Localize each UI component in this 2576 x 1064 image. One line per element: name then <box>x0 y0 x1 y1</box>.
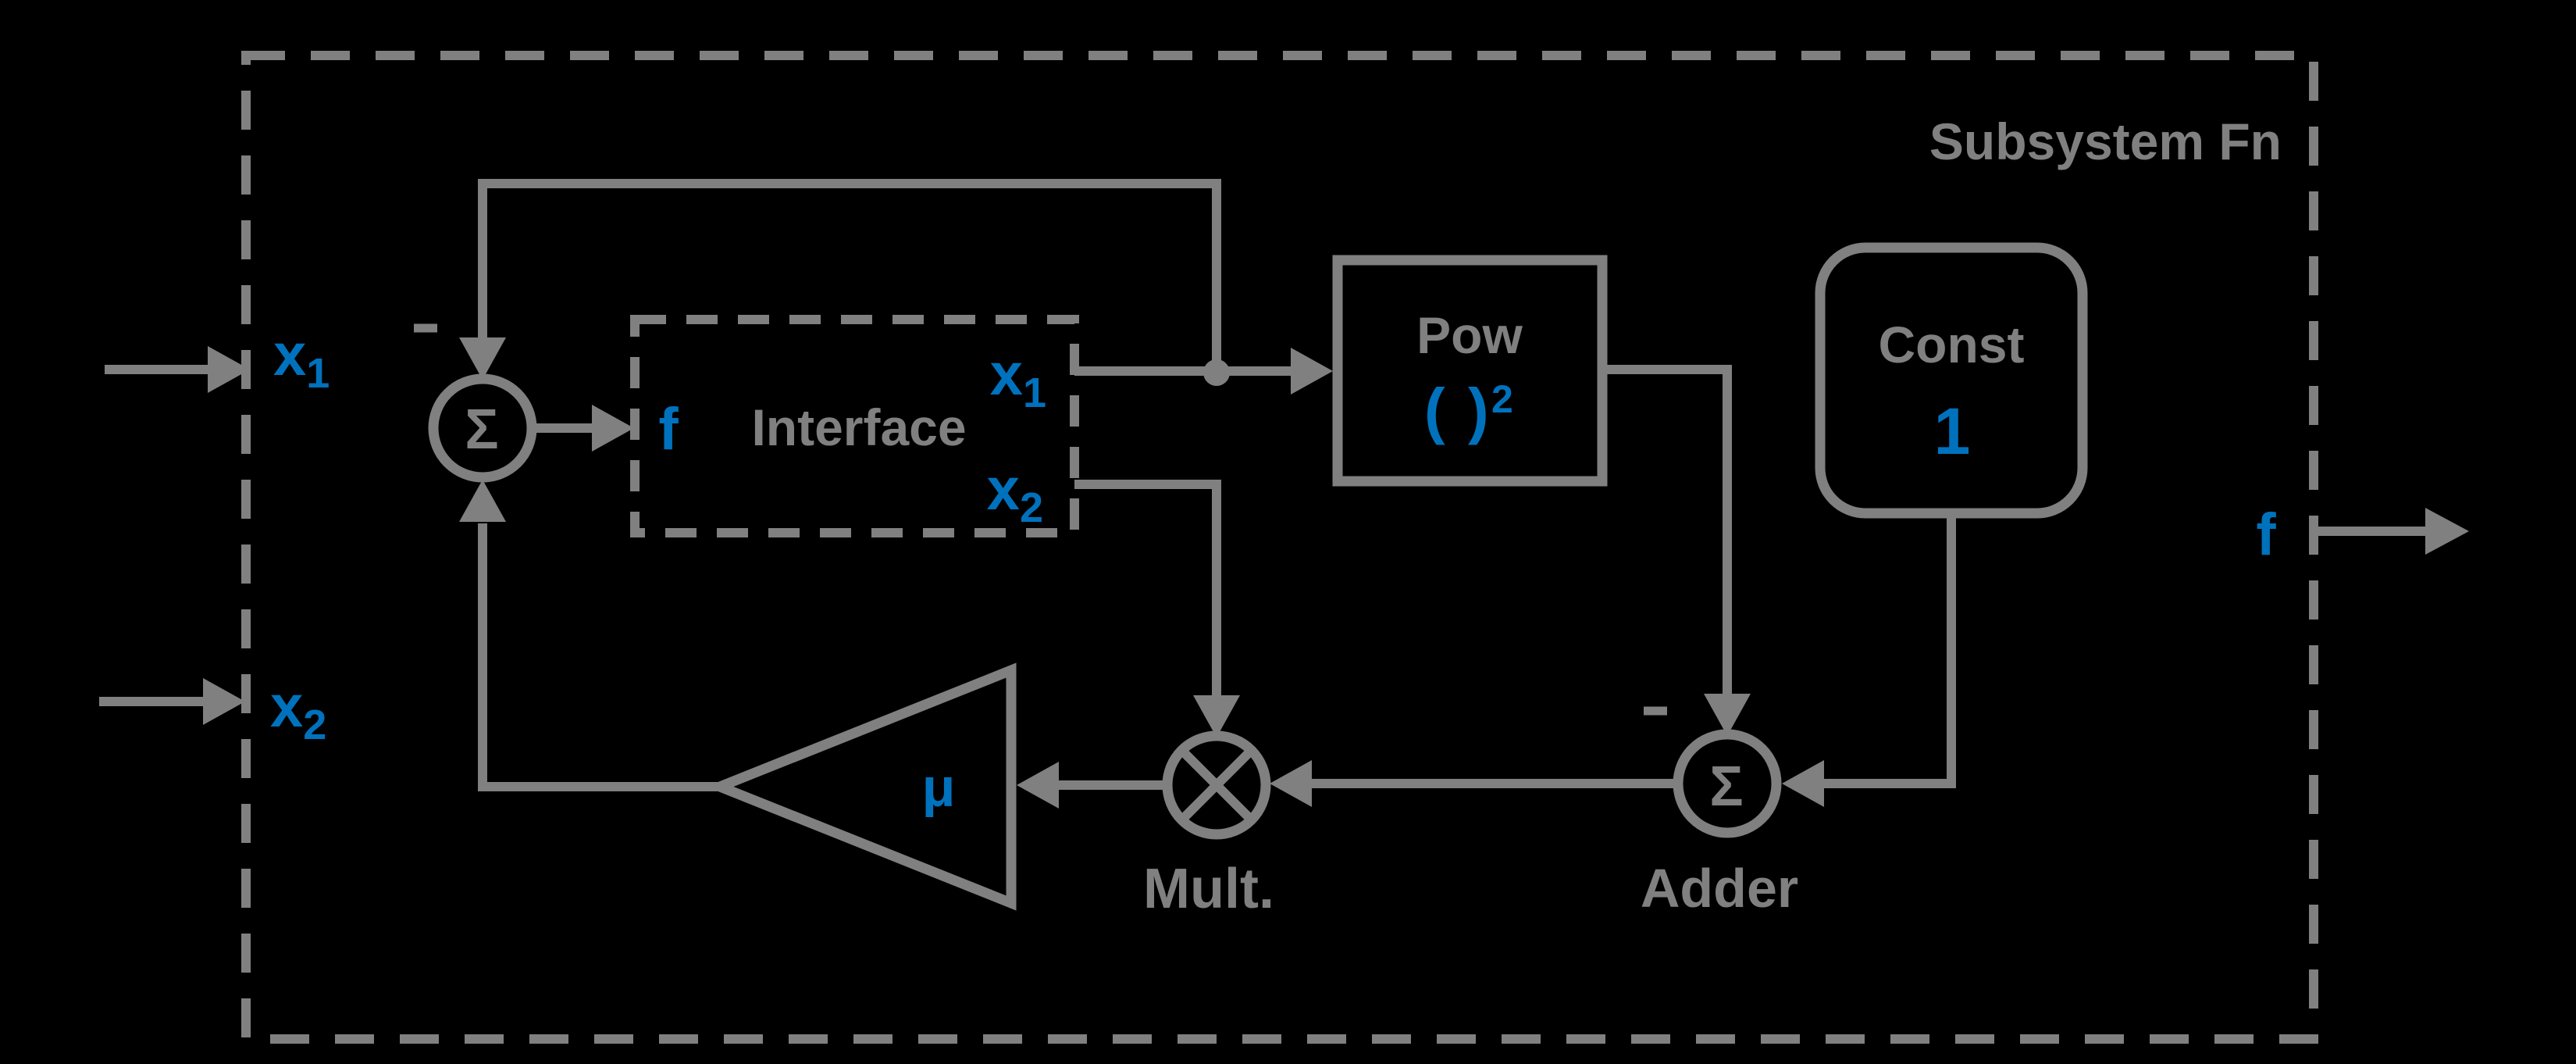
multiply-cross-icon <box>1178 747 1255 823</box>
port-label-x2-sub: 2 <box>303 702 326 748</box>
adder-block: Σ Adder <box>1641 729 1798 919</box>
gain-triangle <box>706 662 1017 911</box>
wire-gain-to-sum <box>459 480 720 791</box>
arrow-head-icon <box>1193 695 1240 737</box>
const-name: Const <box>1879 316 2025 373</box>
arrow-head-icon <box>1291 348 1333 395</box>
interface-out1-sub: 1 <box>1023 370 1046 416</box>
port-label-x1: x1 <box>273 322 330 397</box>
subsystem-boundary: Subsystem Fn <box>241 51 2318 1044</box>
port-label-x2-base: x <box>270 673 303 740</box>
interface-input-label: f <box>658 396 679 462</box>
mult-name: Mult. <box>1143 858 1274 920</box>
wire-pow-out <box>1602 365 1732 694</box>
cross-line <box>1178 747 1255 823</box>
wire-adder-to-mult <box>1270 760 1678 807</box>
interface-block: f Interface x1 x2 <box>630 315 1079 537</box>
arrow-head-icon <box>1270 760 1312 807</box>
pow-block: Pow ()2 <box>1332 255 1608 487</box>
const-block: Const 1 <box>1815 242 2088 519</box>
pow-name: Pow <box>1416 306 1523 364</box>
port-label-f: f <box>2256 502 2276 568</box>
interface-out2-label: x2 <box>987 456 1043 531</box>
mult-block: Mult. <box>1143 730 1274 920</box>
sigma-symbol: Σ <box>1709 755 1743 818</box>
sigma-symbol: Σ <box>465 398 498 461</box>
arrow-head-icon <box>592 405 634 452</box>
output-port-f: f <box>2256 502 2469 568</box>
port-label-x1-sub: 1 <box>306 350 330 397</box>
pow-exponent: 2 <box>1491 377 1513 421</box>
subsystem-dashed-border <box>241 51 2318 1044</box>
pow-box <box>1332 255 1608 487</box>
interface-name: Interface <box>751 398 966 456</box>
wire-sum-to-interface <box>533 405 634 452</box>
wire-feedback <box>478 179 1221 373</box>
wire-feedback-top <box>459 179 1221 380</box>
wire-x2-out <box>1074 480 1221 695</box>
interface-out1-base: x <box>990 341 1023 408</box>
wire-pow-to-adder <box>1602 365 1751 736</box>
arrow-head-icon <box>2425 508 2469 555</box>
const-box <box>1815 242 2088 519</box>
wire-x1-to-pow <box>1074 348 1333 395</box>
port-label-x1-base: x <box>273 322 306 388</box>
arrow-head-icon <box>203 678 245 725</box>
arrow-head-icon <box>208 346 250 393</box>
input-port-x1: x1 <box>105 322 330 397</box>
gain-symbol: μ <box>922 757 956 818</box>
pow-paren-close: ) <box>1468 376 1489 445</box>
interface-dashed-border <box>630 315 1079 537</box>
wire-gain-out <box>478 523 720 791</box>
wire-const-out <box>1824 513 1956 788</box>
arrow-head-icon <box>1782 760 1824 807</box>
pow-paren-open: ( <box>1424 376 1445 445</box>
adder-name: Adder <box>1641 858 1798 919</box>
subsystem-title: Subsystem Fn <box>1929 112 2282 170</box>
interface-out1-label: x1 <box>990 341 1046 416</box>
pow-expression: ()2 <box>1424 376 1513 445</box>
const-value: 1 <box>1934 395 1971 468</box>
wire-x2-to-mult <box>1074 480 1240 737</box>
arrow-head-icon <box>1017 762 1059 809</box>
arrow-head-icon <box>459 337 506 380</box>
input-port-x2: x2 <box>99 673 326 748</box>
wire-mult-to-gain <box>1017 762 1167 809</box>
port-label-x2: x2 <box>270 673 326 748</box>
gain-block: μ <box>706 662 1017 911</box>
wire-const-to-adder <box>1782 513 1956 807</box>
interface-out2-sub: 2 <box>1020 484 1043 531</box>
arrow-head-icon <box>459 480 506 522</box>
arrow-head-icon <box>1704 694 1751 736</box>
interface-out2-base: x <box>987 456 1020 523</box>
